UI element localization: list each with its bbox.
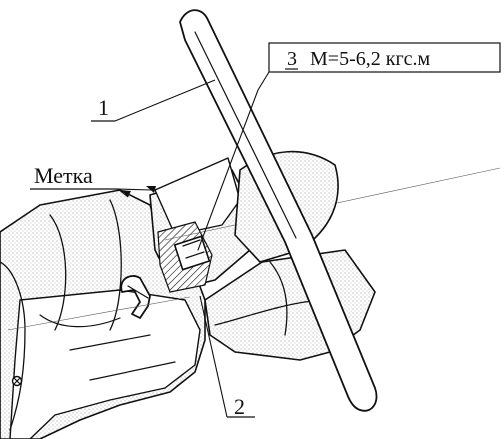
arrow-icon xyxy=(121,190,131,197)
steering-column xyxy=(0,189,206,439)
part-3-label: 3 xyxy=(287,48,297,70)
part-1-label: 1 xyxy=(98,95,109,120)
torque-callout: 3 М=5-6,2 кгс.м xyxy=(197,42,501,251)
nut-icon xyxy=(173,235,211,271)
part-2-callout: 2 xyxy=(199,295,255,419)
part-1-callout: 1 xyxy=(91,79,216,122)
mark-callout: Метка xyxy=(30,163,156,198)
mark-label: Метка xyxy=(34,163,93,188)
arrow-icon xyxy=(146,186,156,193)
wheel-rim xyxy=(179,9,378,412)
part-2-label: 2 xyxy=(234,394,245,419)
wheel-hub xyxy=(149,157,501,293)
torque-spec: М=5-6,2 кгс.м xyxy=(310,48,431,70)
